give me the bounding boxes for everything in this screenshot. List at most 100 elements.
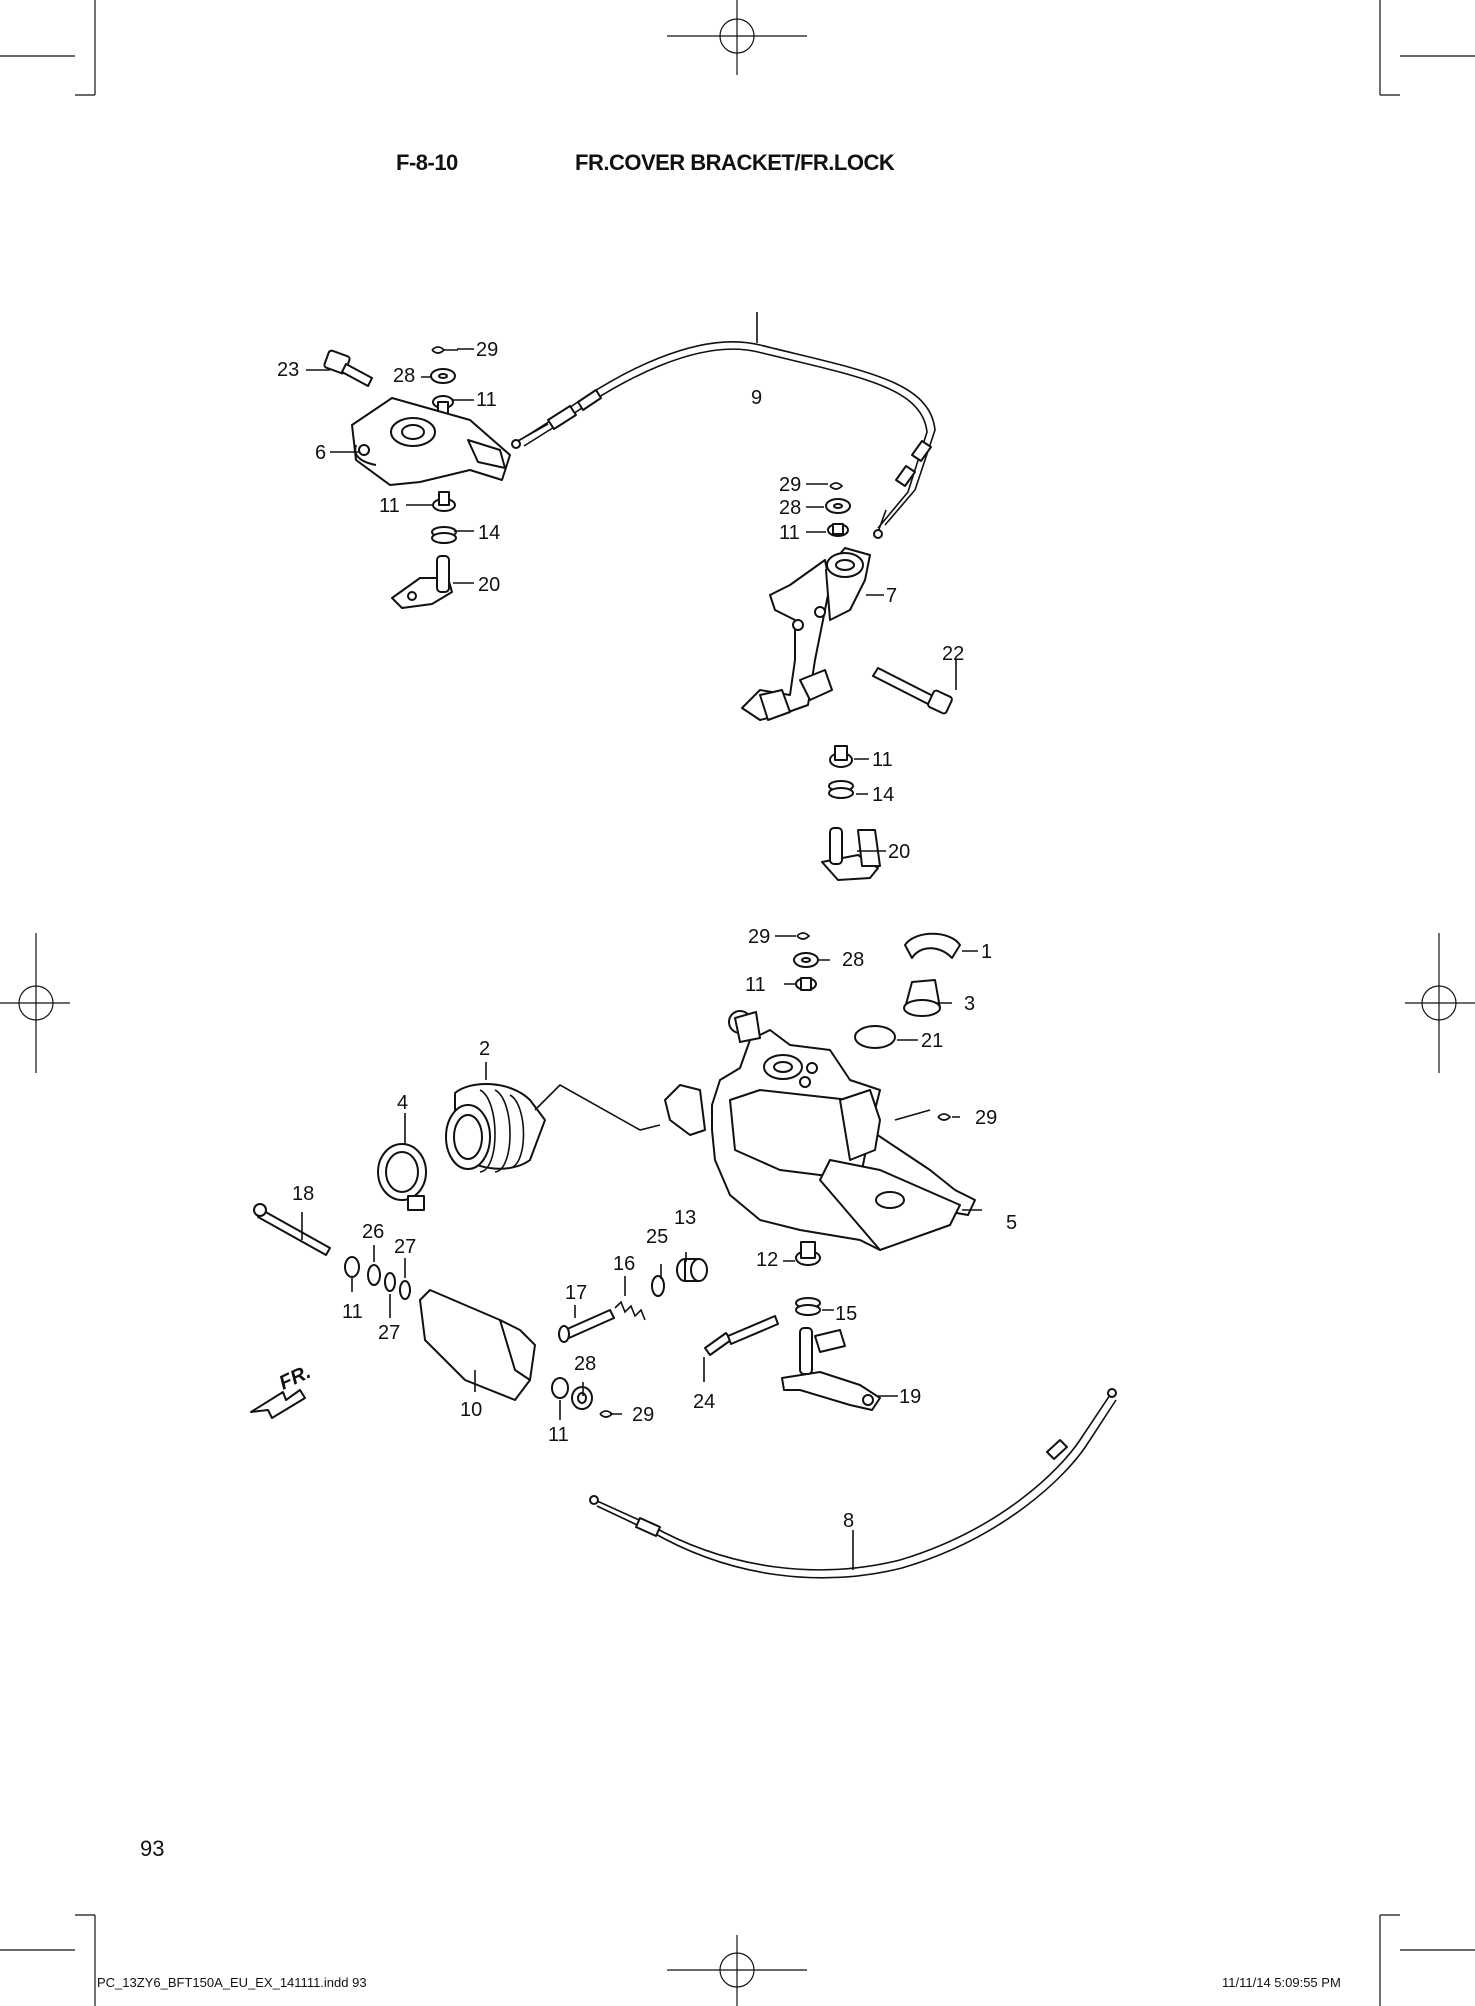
registration-bottom	[667, 1935, 807, 2006]
callout-8: 8	[843, 1510, 854, 1532]
bushing-11-e	[795, 977, 817, 991]
callout-12: 12	[756, 1249, 778, 1271]
figure-code: F-8-10	[396, 150, 458, 175]
callout-11: 11	[379, 495, 400, 517]
cap-3	[903, 979, 941, 1017]
hose-clamp-4	[377, 1143, 427, 1211]
callout-23: 23	[277, 359, 299, 381]
leader-lines-lower	[301, 935, 982, 1570]
cotter-pin-29-b	[829, 482, 844, 490]
callout-21: 21	[921, 1030, 943, 1052]
page-number: 93	[140, 1836, 165, 1861]
cable-9	[511, 312, 936, 539]
callout-17: 17	[565, 1282, 587, 1304]
callout-20: 20	[478, 574, 500, 596]
cover-lever-6	[351, 397, 511, 486]
callout-9: 9	[751, 387, 762, 409]
handle-10	[419, 1289, 536, 1401]
upper-left-assembly	[306, 346, 511, 609]
callout-29: 29	[632, 1404, 654, 1426]
callout-11: 11	[548, 1424, 569, 1446]
registration-right	[1405, 933, 1475, 1073]
spring-15	[795, 1297, 821, 1316]
callout-11: 11	[779, 522, 800, 544]
callout-18: 18	[292, 1183, 314, 1205]
callout-2: 2	[479, 1038, 490, 1060]
lever-20	[391, 555, 453, 609]
callout-29: 29	[779, 474, 801, 496]
washer-28	[430, 368, 456, 384]
spring-14-b	[828, 780, 854, 799]
callout-24: 24	[693, 1391, 715, 1413]
lever-20-b	[821, 827, 881, 881]
washer-28-b	[825, 498, 851, 514]
callout-11: 11	[342, 1301, 363, 1323]
washer-28-c	[793, 952, 819, 968]
callout-22: 22	[942, 643, 964, 665]
callout-11: 11	[476, 389, 497, 411]
right-middle-assembly	[741, 482, 957, 881]
leader-lines-right-middle	[806, 483, 957, 852]
lock-lever-7	[741, 547, 871, 721]
callout-15: 15	[835, 1303, 857, 1325]
callout-11: 11	[745, 974, 766, 996]
bushing-12	[795, 1241, 821, 1266]
washer-25	[651, 1275, 665, 1297]
front-marker-label: FR.	[276, 1361, 314, 1395]
callout-27: 27	[378, 1322, 400, 1344]
callout-1: 1	[981, 941, 992, 963]
washers-26-27	[344, 1256, 411, 1300]
bolt-24	[704, 1315, 779, 1356]
bushing-11-c	[827, 523, 849, 537]
registration-top	[667, 0, 807, 75]
callout-5: 5	[1006, 1212, 1017, 1234]
clip-1	[904, 932, 961, 959]
front-marker: FR.	[250, 1361, 314, 1419]
leader-lines-upper-left	[306, 348, 474, 584]
figure-title: FR.COVER BRACKET/FR.LOCK	[575, 150, 895, 175]
callout-27: 27	[394, 1236, 416, 1258]
bushing-13	[676, 1258, 708, 1282]
bolt-18	[253, 1203, 331, 1256]
callout-29: 29	[748, 926, 770, 948]
callout-6: 6	[315, 442, 326, 464]
cotter-pin-29-c	[796, 932, 811, 940]
callout-13: 13	[674, 1207, 696, 1229]
callout-28: 28	[393, 365, 415, 387]
seal-2	[445, 1083, 661, 1173]
callout-20: 20	[888, 841, 910, 863]
callout-10: 10	[460, 1399, 482, 1421]
bushing-11-g	[551, 1377, 593, 1410]
callout-3: 3	[964, 993, 975, 1015]
callout-28: 28	[574, 1353, 596, 1375]
bolt-17	[558, 1309, 615, 1343]
callout-26: 26	[362, 1221, 384, 1243]
registration-left	[0, 933, 70, 1073]
lever-19	[781, 1327, 881, 1411]
bushing-11-d	[829, 745, 853, 768]
front-cover-bracket-5	[664, 1010, 976, 1251]
callout-28: 28	[779, 497, 801, 519]
spring-14	[431, 526, 457, 544]
callout-14: 14	[872, 784, 894, 806]
cable-8	[589, 1388, 1117, 1579]
callout-29: 29	[476, 339, 498, 361]
cotter-pin-29-d	[937, 1113, 952, 1121]
bolt-23	[323, 349, 373, 387]
callout-29: 29	[975, 1107, 997, 1129]
callout-19: 19	[899, 1386, 921, 1408]
footer-file-name: PC_13ZY6_BFT150A_EU_EX_141111.indd 93	[97, 1975, 367, 1990]
callout-14: 14	[478, 522, 500, 544]
cotter-pin-29	[431, 346, 458, 354]
plug-21	[854, 1025, 896, 1049]
callout-16: 16	[613, 1253, 635, 1275]
footer-timestamp: 11/11/14 5:09:55 PM	[1222, 1975, 1341, 1990]
callout-labels: 23 28 29 11 6 11 14 20 9 29 28 11 7 22 1…	[277, 339, 1017, 1532]
spring-16	[614, 1300, 646, 1321]
callout-11: 11	[872, 749, 893, 771]
lower-main-assembly: FR.	[250, 932, 1117, 1579]
bushing-11-lower	[432, 491, 456, 512]
callout-4: 4	[397, 1092, 408, 1114]
bolt-22	[872, 667, 953, 715]
